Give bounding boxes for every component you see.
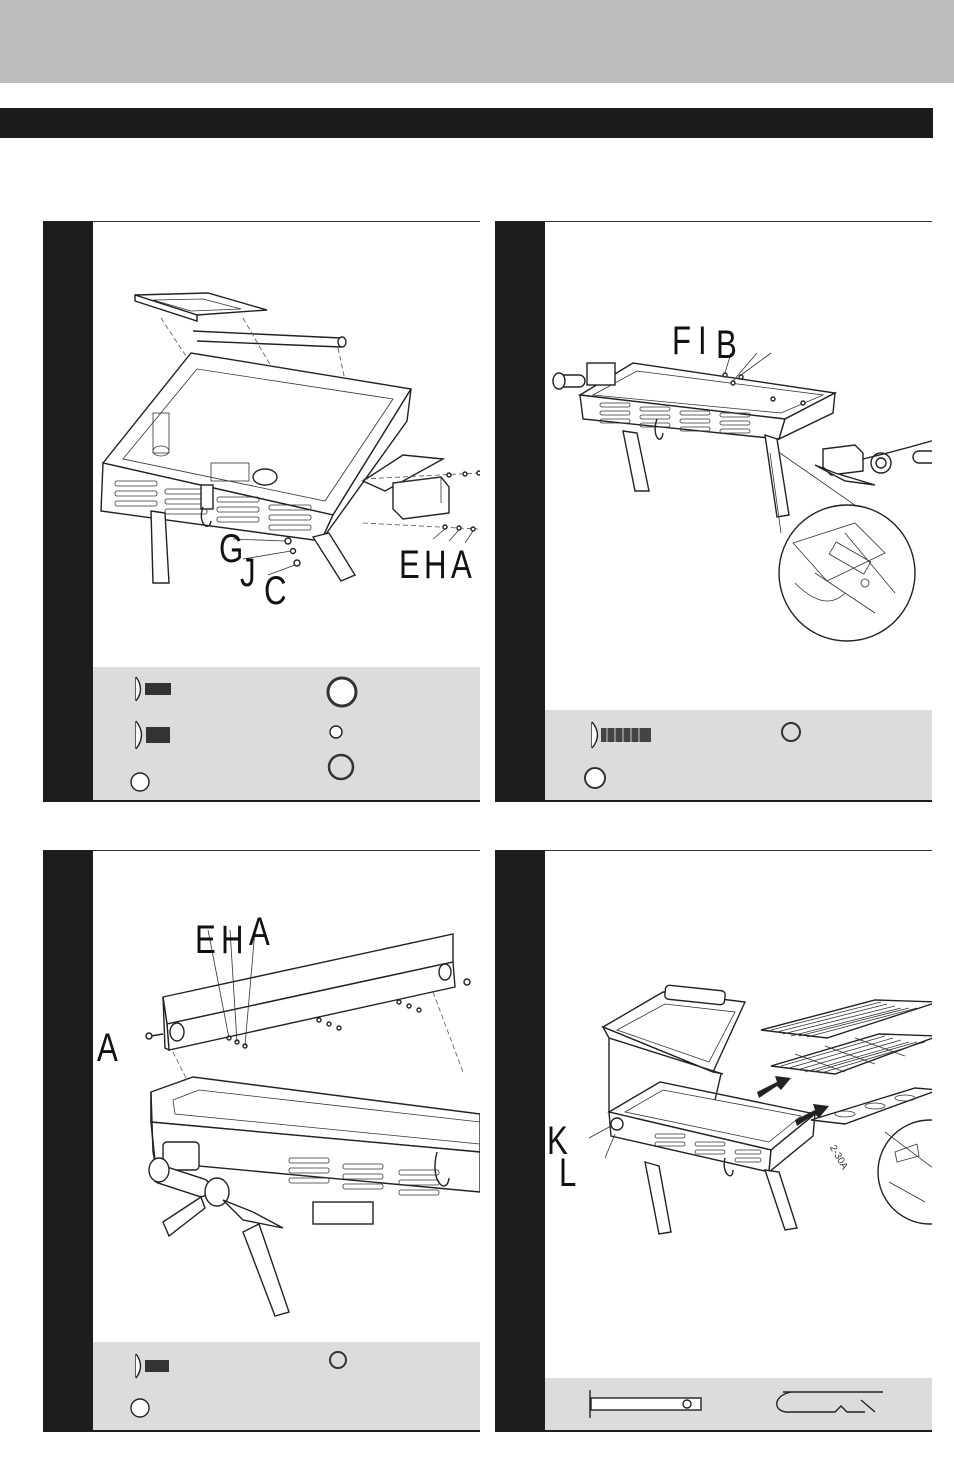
step-panel-3: E H A A	[43, 850, 480, 1432]
step-number-bar	[43, 221, 93, 802]
step-number-bar	[43, 850, 93, 1432]
nut-icon	[585, 768, 605, 788]
hardware-parts-box	[545, 710, 932, 800]
lock-washer-icon	[329, 755, 353, 779]
callout-a-left: A	[97, 1028, 119, 1068]
step-number-bar	[495, 850, 545, 1432]
washer-small-icon	[330, 726, 342, 738]
bolt-short-icon	[136, 1354, 169, 1378]
callout-b: B	[716, 325, 738, 365]
hardware-icons	[545, 1378, 932, 1430]
callout-a: A	[249, 912, 271, 952]
assembly-diagram-rear-panel	[93, 852, 480, 1342]
callout-a: A	[451, 545, 473, 585]
step-panel-4: K L 2-30A	[495, 850, 932, 1432]
hardware-parts-box	[545, 1378, 932, 1430]
callout-e: E	[195, 920, 217, 960]
step-panel-1: G J C E H A	[43, 221, 480, 802]
assembly-diagram-lid-grates	[545, 852, 932, 1332]
hardware-icons	[93, 667, 480, 800]
callout-j: J	[240, 553, 256, 593]
callout-c: C	[264, 571, 287, 611]
hinge-pin-icon	[590, 1390, 701, 1418]
hardware-parts-box	[93, 1342, 480, 1430]
assembly-diagram-burner-regulator	[545, 223, 932, 693]
callout-e: E	[399, 545, 421, 585]
callout-f: F	[672, 321, 692, 361]
nut-icon	[131, 1399, 149, 1417]
callout-h: H	[424, 545, 447, 585]
hardware-icons	[93, 1342, 480, 1430]
bolt-short-icon	[136, 677, 171, 701]
bolt-long-icon	[592, 722, 651, 748]
nut-icon	[131, 773, 149, 791]
callout-i: I	[698, 321, 707, 361]
cotter-pin-icon	[777, 1392, 883, 1412]
washer-large-icon	[328, 678, 356, 706]
header-band	[0, 0, 954, 83]
callout-l: L	[559, 1153, 577, 1193]
washer-icon	[330, 1352, 346, 1368]
hardware-icons	[545, 710, 932, 800]
callout-h: H	[221, 920, 244, 960]
washer-icon	[782, 723, 800, 741]
section-title-bar	[0, 108, 933, 138]
bolt-medium-icon	[136, 721, 170, 749]
hardware-parts-box	[93, 667, 480, 800]
step-number-bar	[495, 221, 545, 802]
step-panel-2: F I B	[495, 221, 932, 802]
